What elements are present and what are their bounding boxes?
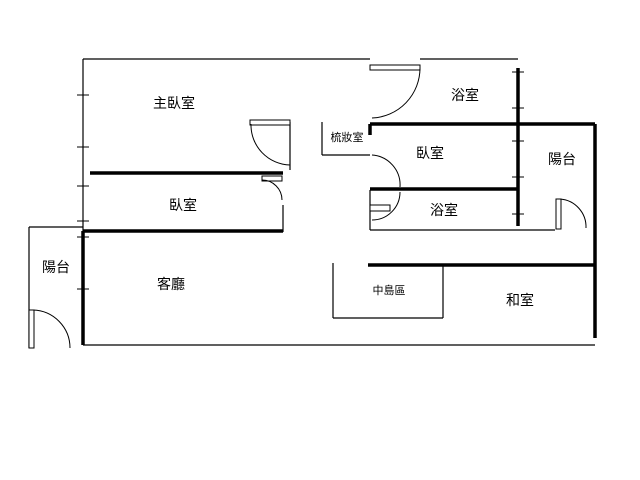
label-dressing-room: 梳妝室 bbox=[331, 130, 364, 144]
door-master-bedroom bbox=[249, 119, 291, 166]
label-bedroom-right: 臥室 bbox=[416, 145, 444, 162]
label-kitchen-island: 中島區 bbox=[373, 283, 406, 297]
label-balcony-right: 陽台 bbox=[548, 152, 576, 168]
door-bedroom-left bbox=[261, 175, 283, 201]
window-marks bbox=[77, 71, 524, 290]
label-bedroom-left: 臥室 bbox=[169, 197, 197, 214]
door-balcony-left bbox=[28, 309, 71, 349]
door-master-bath bbox=[369, 64, 421, 119]
door-bath-mid bbox=[369, 191, 401, 221]
label-living-room: 客廳 bbox=[157, 276, 185, 293]
label-balcony-left: 陽台 bbox=[42, 260, 70, 276]
door-balcony-right bbox=[555, 198, 587, 230]
label-bath-mid: 浴室 bbox=[430, 202, 458, 219]
door-bedroom-right bbox=[371, 154, 401, 188]
thick-walls bbox=[81, 68, 597, 345]
label-japanese-room: 和室 bbox=[506, 292, 534, 309]
label-bath-top: 浴室 bbox=[451, 87, 479, 104]
label-master-bedroom: 主臥室 bbox=[153, 95, 195, 112]
